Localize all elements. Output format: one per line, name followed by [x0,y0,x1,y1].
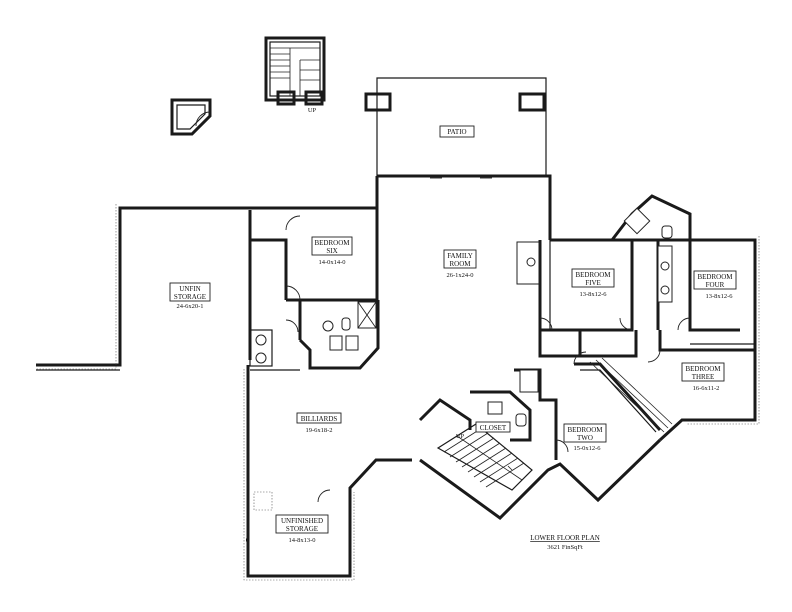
bedroom-two-dims: 15-0x12-6 [573,445,601,452]
bedroom-six-name-1: BEDROOM [314,239,350,247]
family-room-name-1: FAMILY [447,252,473,260]
stair-up-label-main: UP [456,433,465,440]
fixtures [253,207,673,511]
exterior-walls [36,174,757,578]
family-room-dims: 26-1x24-0 [446,272,473,279]
unfin-storage-name-2: STORAGE [174,293,206,301]
bedroom-two-name-1: BEDROOM [567,426,603,434]
plan-title: LOWER FLOOR PLAN 3621 FinSqFt [530,534,600,551]
diagonal-hall [589,357,673,433]
stair-up-label-top: UP [308,107,317,114]
bedroom-five-name-2: FIVE [585,279,601,287]
unfinished-storage-dims: 14-8x13-0 [288,537,315,544]
patio-label: PATIO [447,128,466,136]
door-swings [285,177,691,503]
plan-title-line2: 3621 FinSqFt [547,544,583,551]
room-unfin-storage: UNFIN STORAGE 24-6x20-1 [169,282,211,310]
unfin-storage-dims: 24-6x20-1 [176,303,203,310]
unfin-storage-name-1: UNFIN [179,285,200,293]
bedroom-four-name-2: FOUR [706,281,725,289]
room-bedroom-five: BEDROOM FIVE 13-8x12-6 [571,268,615,298]
room-bedroom-four: BEDROOM FOUR 13-8x12-6 [693,270,737,300]
billiards-name: BILLIARDS [301,415,338,423]
room-bedroom-six: BEDROOM SIX 14-0x14-0 [311,236,353,266]
billiards-dims: 19-6x18-2 [305,427,332,434]
bedroom-four-dims: 13-8x12-6 [705,293,733,300]
bedroom-three-dims: 16-6x11-2 [693,385,720,392]
bedroom-four-name-1: BEDROOM [697,273,733,281]
bedroom-six-name-2: SIX [326,247,337,255]
room-billiards: BILLIARDS 19-6x18-2 [296,412,342,434]
bedroom-two-name-2: TWO [577,434,593,442]
angled-column [170,98,212,136]
main-stair [436,423,533,491]
room-unfinished-storage: UNFINISHED STORAGE 14-8x13-0 [275,514,329,544]
room-bedroom-three: BEDROOM THREE 16-6x11-2 [681,362,725,392]
room-closet: CLOSET [475,421,511,433]
bedroom-five-name-1: BEDROOM [575,271,611,279]
foundation-hatch [36,204,760,581]
bedroom-three-name-2: THREE [692,373,715,381]
unfinished-storage-name-2: STORAGE [286,525,318,533]
room-bedroom-two: BEDROOM TWO 15-0x12-6 [563,423,607,452]
room-family-room: FAMILY ROOM 26-1x24-0 [443,249,477,279]
patio: PATIO [364,77,547,176]
plan-title-line1: LOWER FLOOR PLAN [530,534,600,542]
bedroom-five-dims: 13-8x12-6 [579,291,607,298]
bedroom-three-name-1: BEDROOM [685,365,721,373]
closet-name: CLOSET [480,424,507,432]
family-room-name-2: ROOM [449,260,471,268]
detached-stair: UP [264,36,326,114]
unfinished-storage-name-1: UNFINISHED [281,517,323,525]
bedroom-six-dims: 14-0x14-0 [318,259,345,266]
